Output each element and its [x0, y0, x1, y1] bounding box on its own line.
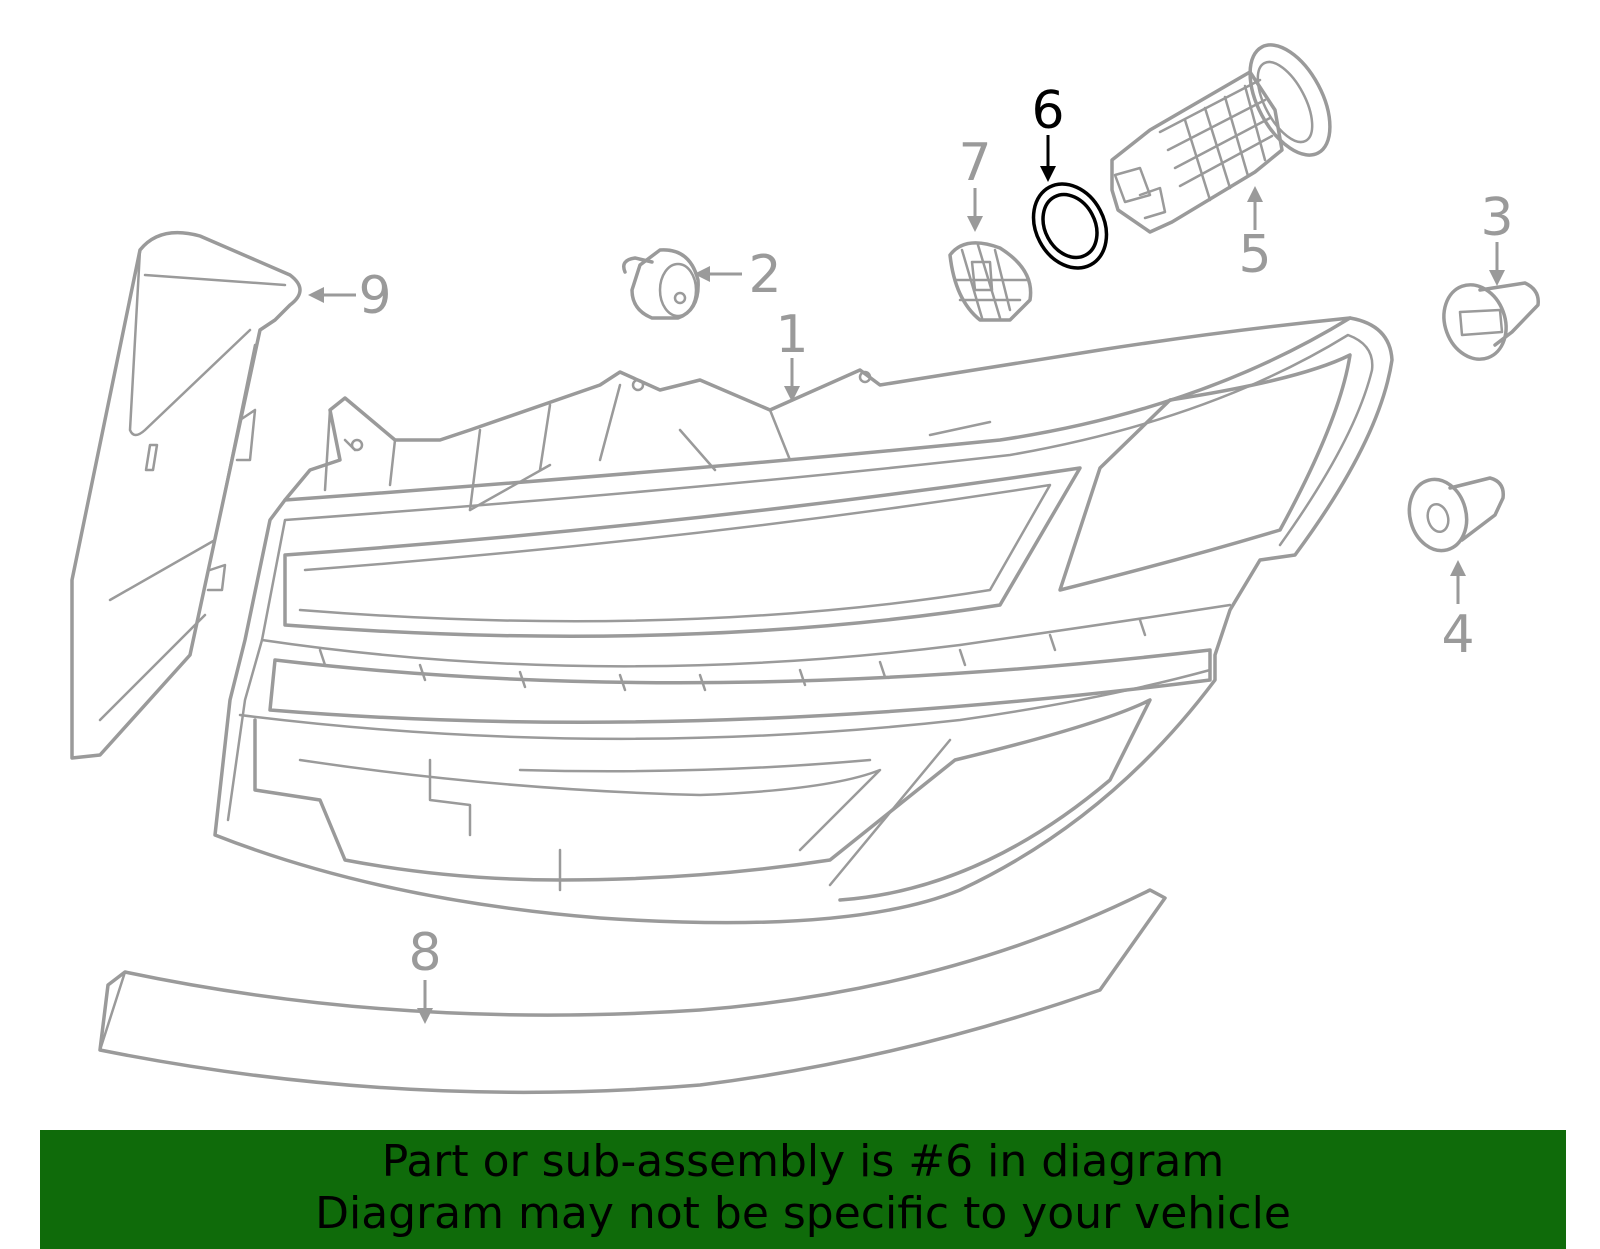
callout-4: 4: [1441, 605, 1474, 665]
banner-line-1: Part or sub-assembly is #6 in diagram: [381, 1136, 1225, 1187]
callout-6: 6: [1031, 81, 1064, 141]
callout-7: 7: [958, 133, 991, 193]
callout-2: 2: [748, 245, 781, 305]
part-6-seal-ring: [1031, 182, 1109, 270]
callout-8: 8: [408, 923, 441, 983]
part-1-headlamp-assembly: [213, 316, 1394, 925]
callout-3: 3: [1480, 188, 1513, 248]
part-2-cap: [622, 248, 700, 320]
banner-line-2: Diagram may not be specific to your vehi…: [315, 1188, 1291, 1239]
part-4-push-pin: [1407, 476, 1505, 553]
callout-5: 5: [1238, 225, 1271, 285]
callout-9: 9: [358, 266, 391, 326]
part-5-bulb-connector: [1110, 43, 1332, 234]
callout-arrows: [308, 135, 1505, 1024]
part-7-bulb-socket: [948, 241, 1033, 322]
part-3-push-clip: [1442, 281, 1540, 361]
part-9-bracket: [70, 230, 302, 760]
part-8-trim-strip: [98, 888, 1167, 1095]
info-banner: Part or sub-assembly is #6 in diagram Di…: [40, 1130, 1566, 1249]
callout-labels: 1 2 3 4 5 6 7 8 9: [358, 81, 1513, 983]
callout-1: 1: [775, 305, 808, 365]
